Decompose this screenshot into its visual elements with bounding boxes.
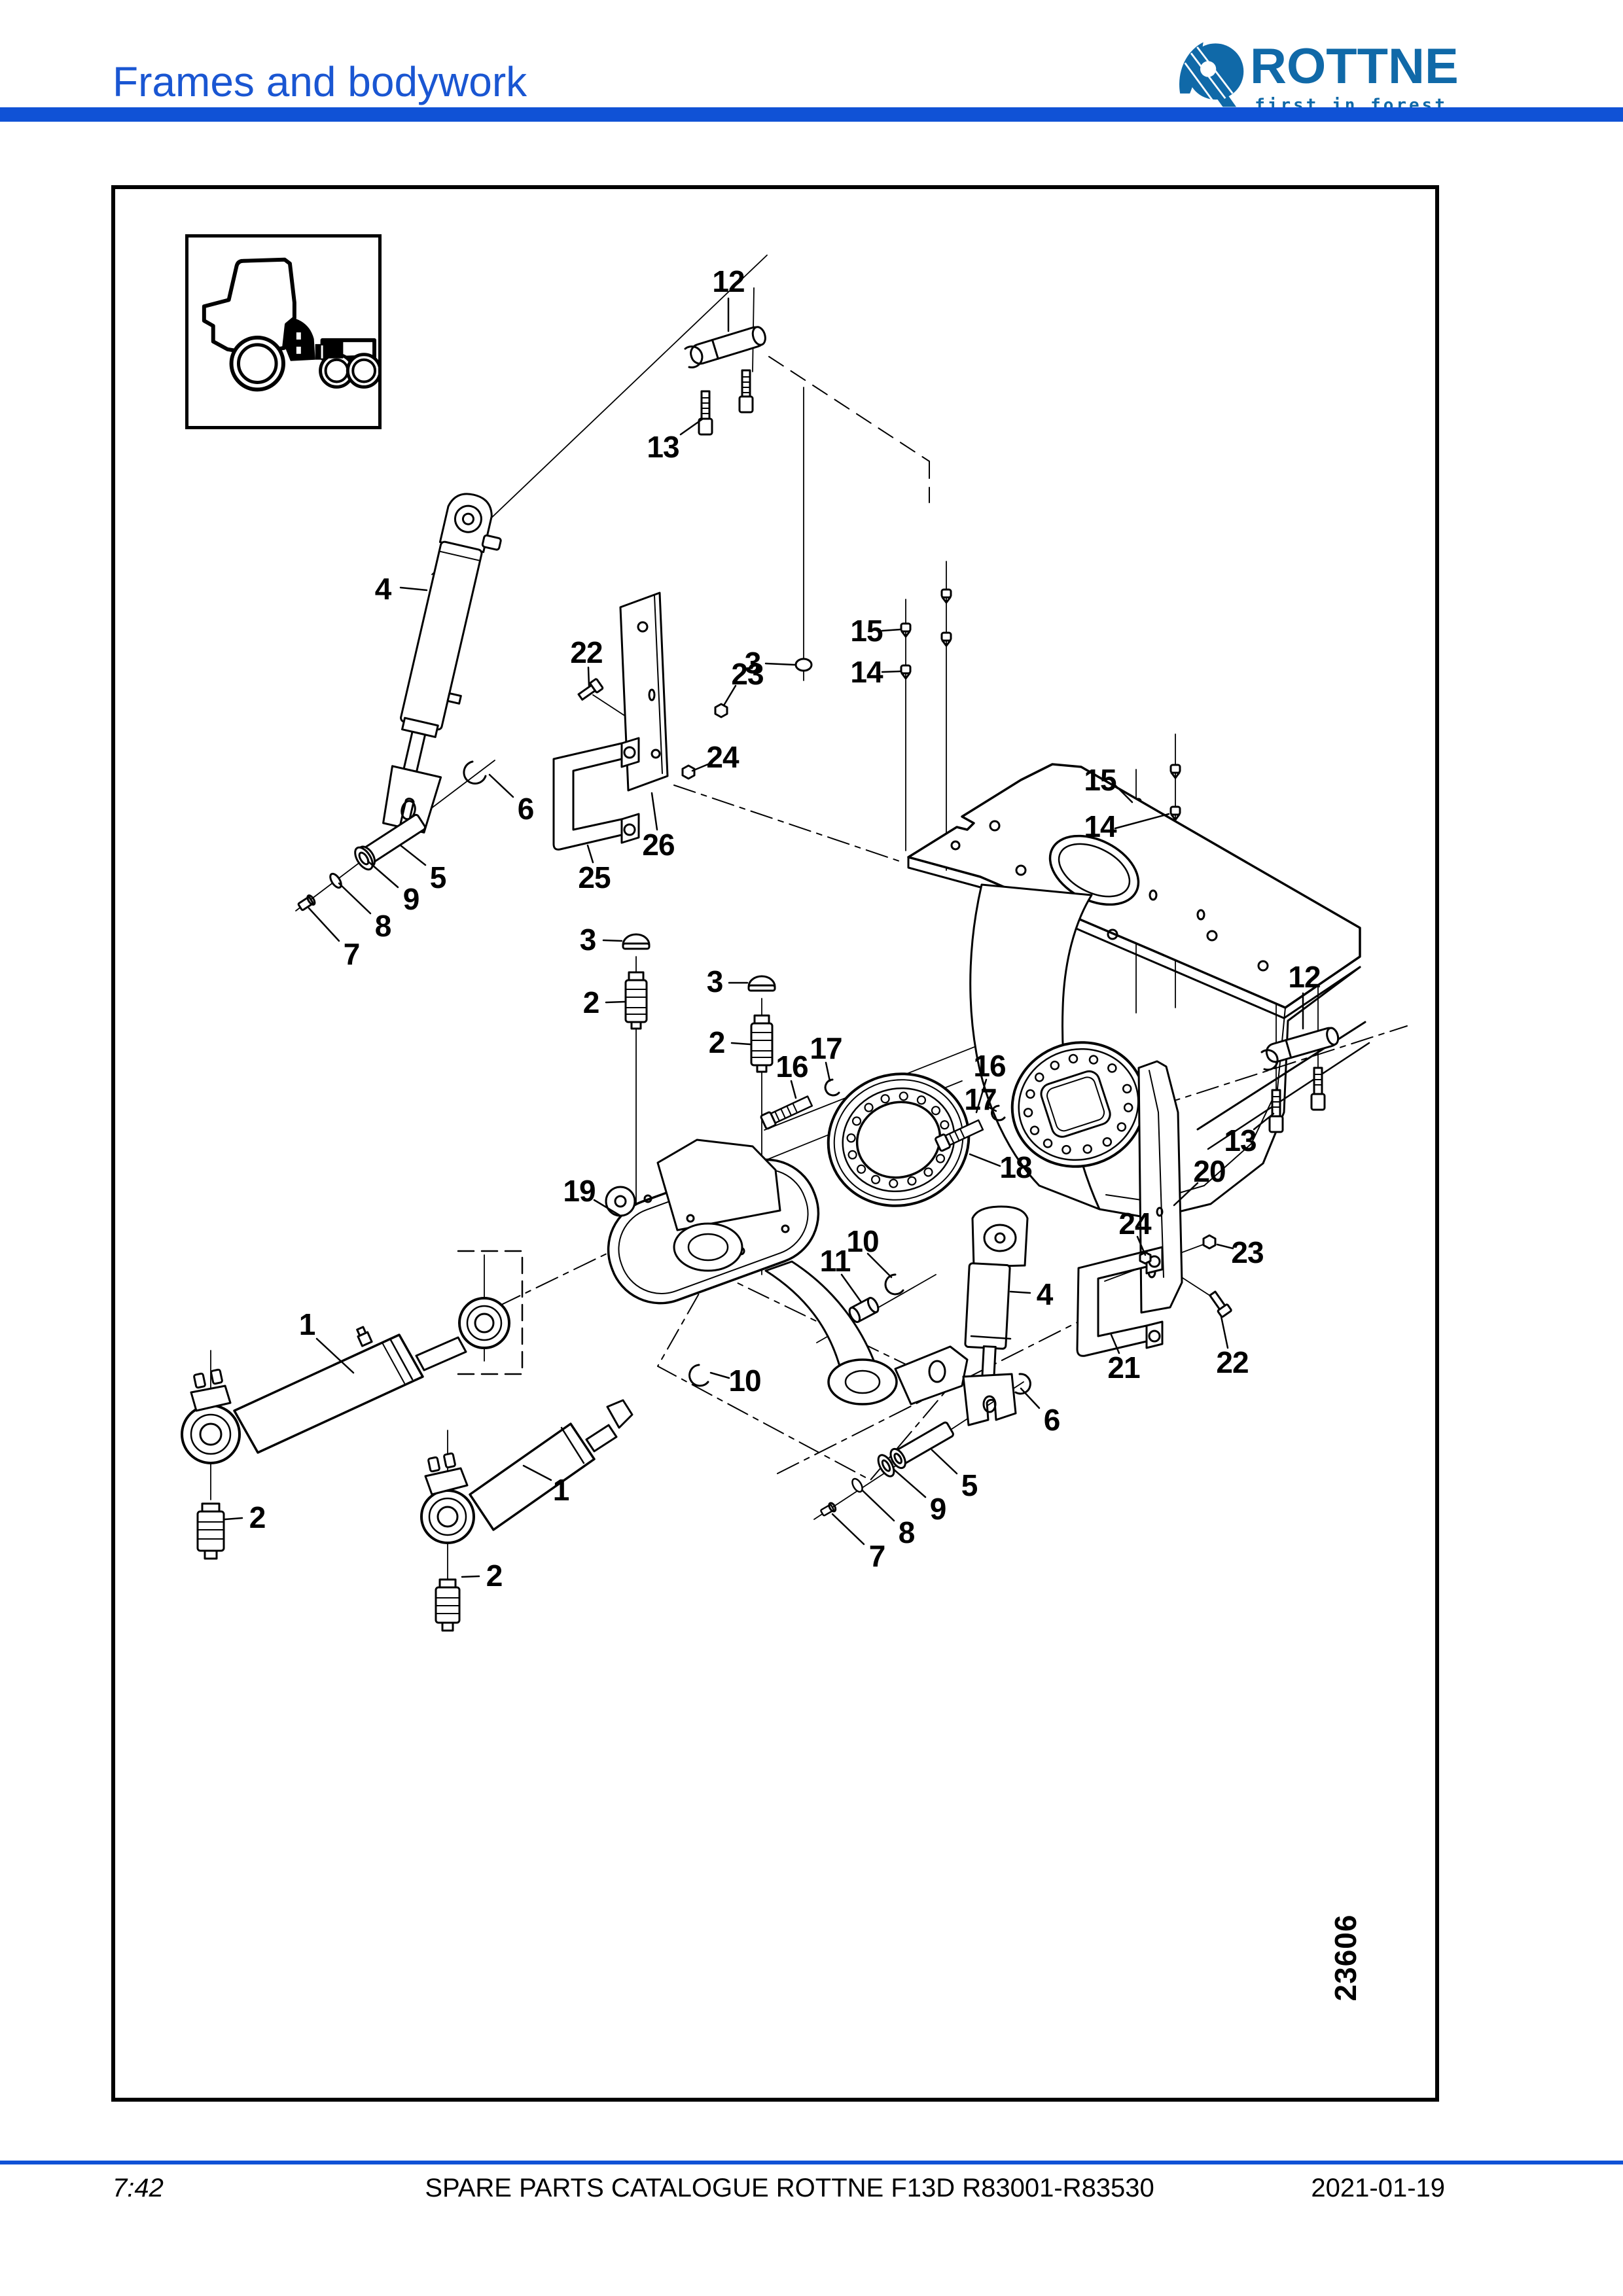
- part-callout-11: 11: [819, 1244, 851, 1278]
- part-callout-16: 16: [776, 1050, 808, 1084]
- part-callout-5: 5: [961, 1468, 978, 1502]
- part-callout-10: 10: [846, 1224, 879, 1258]
- part-callout-3: 3: [706, 964, 724, 998]
- footer-rule: [0, 2161, 1623, 2164]
- part-callout-5: 5: [429, 860, 447, 894]
- part-callout-1: 1: [552, 1473, 570, 1507]
- logo-brand: ROTTNE: [1250, 39, 1459, 94]
- part-callout-25: 25: [578, 860, 611, 894]
- part-callout-9: 9: [929, 1492, 947, 1526]
- footer-date: 2021-01-19: [1311, 2174, 1445, 2202]
- part-callout-9: 9: [402, 882, 420, 916]
- vehicle-inset: [185, 234, 382, 429]
- part-callout-6: 6: [1043, 1403, 1061, 1437]
- part-callout-3: 3: [744, 646, 762, 680]
- part-callout-2: 2: [486, 1559, 503, 1593]
- part-callout-17: 17: [964, 1082, 997, 1116]
- header-rule: [0, 107, 1623, 122]
- part-callout-14: 14: [850, 655, 883, 689]
- part-callout-14: 14: [1084, 809, 1116, 843]
- part-callout-23: 23: [731, 657, 764, 691]
- part-callout-2: 2: [708, 1025, 726, 1059]
- part-callout-24: 24: [706, 740, 739, 774]
- part-callout-22: 22: [1216, 1345, 1249, 1379]
- page-title: Frames and bodywork: [113, 58, 527, 105]
- part-callout-12: 12: [1288, 960, 1321, 994]
- part-callout-4: 4: [1036, 1277, 1054, 1311]
- part-callout-8: 8: [374, 909, 392, 943]
- part-callout-7: 7: [343, 937, 361, 971]
- part-callout-17: 17: [810, 1031, 842, 1065]
- drawing-number: 23606: [1329, 1914, 1363, 2002]
- part-callout-13: 13: [647, 430, 679, 464]
- part-callout-12: 12: [712, 264, 745, 298]
- part-callout-24: 24: [1118, 1207, 1151, 1241]
- part-callout-8: 8: [898, 1515, 916, 1549]
- part-callout-13: 13: [1224, 1123, 1257, 1157]
- part-callout-23: 23: [1231, 1235, 1264, 1269]
- part-callout-20: 20: [1193, 1154, 1226, 1188]
- part-callout-4: 4: [374, 572, 392, 606]
- part-callout-16: 16: [973, 1049, 1006, 1083]
- footer-page-ref: 7:42: [113, 2174, 164, 2202]
- part-callout-2: 2: [249, 1500, 266, 1534]
- part-callout-22: 22: [570, 635, 603, 669]
- part-callout-15: 15: [850, 614, 883, 648]
- forwarder-silhouette-icon: [202, 257, 382, 392]
- part-callout-7: 7: [868, 1539, 886, 1573]
- part-callout-2: 2: [582, 985, 600, 1019]
- rottne-logo-icon: [1179, 42, 1244, 107]
- part-callout-6: 6: [517, 792, 535, 826]
- footer-catalogue-title: SPARE PARTS CATALOGUE ROTTNE F13D R83001…: [425, 2174, 1154, 2202]
- part-callout-26: 26: [642, 828, 675, 862]
- part-callout-1: 1: [298, 1307, 316, 1341]
- part-callout-15: 15: [1084, 763, 1116, 797]
- part-callout-3: 3: [579, 923, 597, 957]
- part-callout-18: 18: [999, 1150, 1032, 1184]
- part-callout-21: 21: [1107, 1351, 1140, 1385]
- part-callout-19: 19: [563, 1174, 596, 1208]
- part-callout-10: 10: [728, 1364, 761, 1398]
- rottne-logo: ROTTNE first in forest: [1173, 33, 1459, 118]
